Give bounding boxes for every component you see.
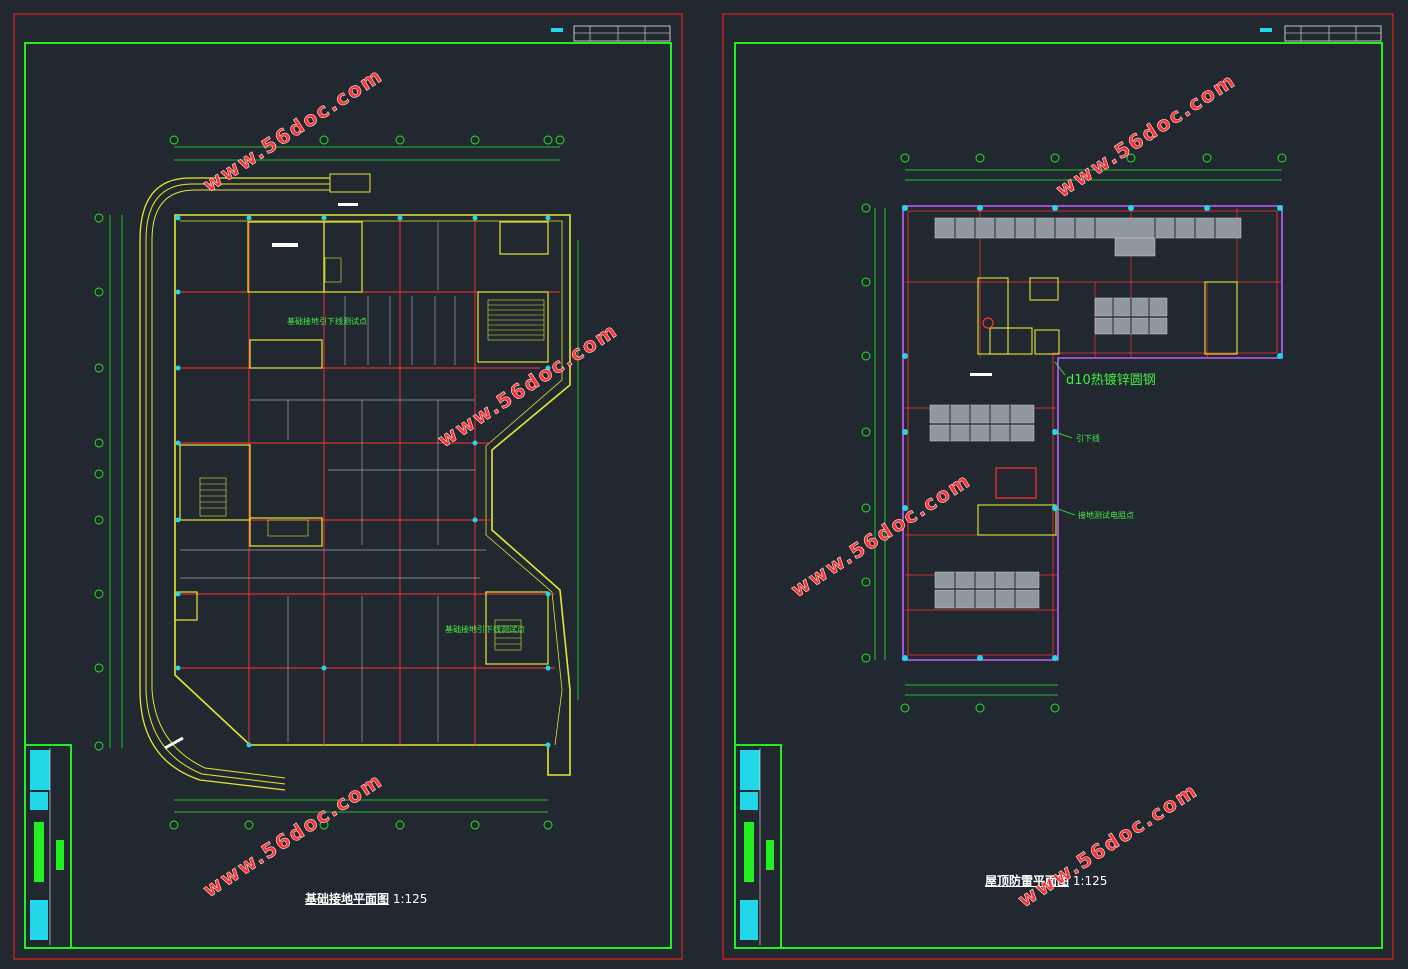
sheet-2-downlead-label: 引下线 <box>1076 434 1100 443</box>
sheet-2-title-text: 屋顶防雷平面图 <box>985 874 1070 888</box>
sheet-2-plan <box>861 153 1287 713</box>
sheet-1-test-point-label-2: 基础接地引下线测试点 <box>445 625 525 634</box>
sheet-1-frame <box>13 13 683 960</box>
sheet-1-test-point-label-1: 基础接地引下线测试点 <box>287 317 367 326</box>
sheet-1-title: 基础接地平面图 1:125 <box>305 890 427 907</box>
sheet-2-scale: 1:125 <box>1072 874 1108 888</box>
sheet-2-frame <box>722 13 1394 960</box>
sheet-1-plan <box>94 135 579 830</box>
sheet-1-scale: 1:125 <box>392 892 428 906</box>
sheet-2-round-steel-label: d10热镀锌圆钢 <box>1066 373 1156 388</box>
sheet-2-title: 屋顶防雷平面图 1:125 <box>985 872 1107 889</box>
sheet-2-test-resistance-label: 接地测试电阻点 <box>1078 511 1134 520</box>
sheet-1-title-text: 基础接地平面图 <box>305 892 390 906</box>
